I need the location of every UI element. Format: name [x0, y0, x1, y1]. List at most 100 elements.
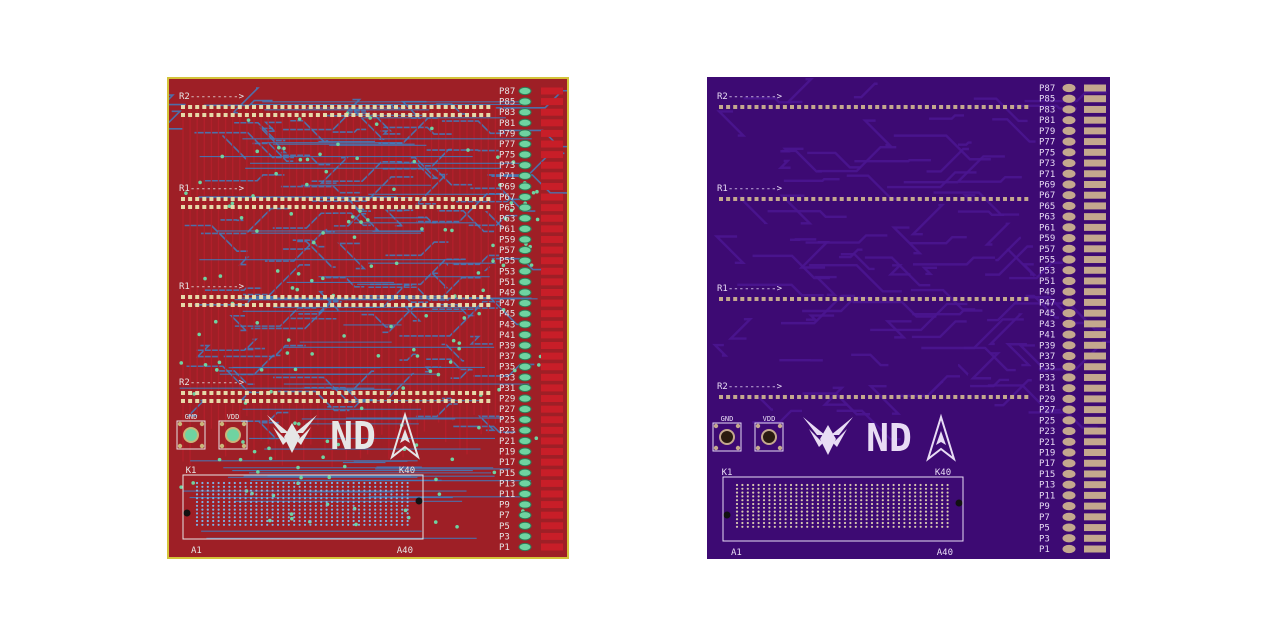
connector-via-pad — [1062, 330, 1076, 339]
connector-via-pad — [1062, 309, 1076, 318]
header-pin — [854, 487, 857, 490]
via — [433, 520, 438, 524]
resistor-pad — [344, 399, 349, 403]
header-pin — [827, 487, 830, 490]
header-pin — [266, 500, 269, 504]
header-pin — [406, 512, 409, 515]
test-point-mount-hole — [755, 445, 761, 451]
connector-via-pad — [1062, 319, 1076, 328]
header-pin — [789, 510, 793, 513]
resistor-pad — [252, 399, 256, 403]
via — [534, 436, 539, 441]
resistor-pad — [457, 399, 462, 403]
via — [428, 369, 433, 374]
via — [268, 518, 272, 523]
header-pin — [735, 525, 739, 528]
resistor-pad — [259, 205, 264, 209]
resistor-pad — [372, 197, 377, 201]
resistor-pad — [315, 105, 320, 109]
connector-via-pad — [1062, 437, 1076, 446]
header-pin — [384, 497, 388, 500]
pin-label: P51 — [499, 278, 515, 288]
header-pin — [935, 510, 938, 513]
header-pin — [201, 493, 204, 496]
wing-lower-right — [297, 427, 311, 445]
connector-via-pad — [1062, 491, 1076, 500]
header-pin — [395, 523, 398, 526]
header-pin — [384, 508, 388, 511]
test-point-mount-hole — [713, 423, 719, 429]
header-pin — [309, 497, 312, 500]
resistor-pad — [861, 395, 865, 399]
header-pin — [239, 485, 242, 488]
trace — [779, 194, 813, 225]
trace — [243, 264, 311, 296]
header-pin — [206, 512, 209, 515]
header-pin — [379, 500, 382, 504]
header-pin — [195, 504, 199, 507]
header-pin — [287, 493, 290, 496]
connector-via-pad — [1062, 534, 1076, 543]
header-pin — [320, 523, 323, 526]
pin-label: P57 — [1039, 245, 1055, 255]
header-pin — [849, 487, 852, 490]
header-pin — [341, 493, 344, 496]
header-pin — [401, 500, 404, 504]
header-pin — [244, 489, 247, 492]
header-pin — [293, 504, 296, 507]
resistor-pad — [280, 303, 285, 307]
header-pin — [395, 516, 398, 519]
resistor-pad — [875, 105, 880, 109]
edge-finger — [541, 469, 563, 477]
header-pin — [762, 487, 766, 490]
edge-finger — [1084, 502, 1106, 510]
header-pin — [282, 512, 285, 515]
header-pin — [870, 483, 874, 487]
header-pin — [314, 516, 317, 519]
resistor-pad — [181, 105, 185, 109]
header-pin — [741, 510, 744, 513]
header-pin — [849, 491, 852, 494]
via — [293, 367, 298, 372]
header-pin — [827, 502, 830, 506]
header-pin — [930, 510, 933, 513]
resistor-pad — [195, 399, 200, 403]
resistor-pad — [301, 399, 306, 403]
pin-label: P47 — [1039, 298, 1055, 308]
header-pin — [298, 497, 301, 500]
header-pin — [395, 493, 398, 496]
header-pin — [924, 506, 928, 509]
header-pin — [795, 521, 798, 525]
resistor-pad — [351, 295, 356, 299]
edge-finger — [1084, 298, 1106, 306]
via — [352, 235, 357, 240]
header-pin — [865, 514, 868, 517]
resistor-pad — [465, 303, 469, 307]
header-pin — [303, 504, 307, 507]
header-pin — [293, 485, 296, 488]
resistor-pad — [337, 303, 342, 307]
via — [286, 338, 291, 342]
pin-label: P11 — [499, 490, 515, 500]
resistor-pad — [330, 205, 335, 209]
header-pin — [303, 519, 307, 523]
resistor-pad — [450, 205, 455, 209]
header-pin — [870, 499, 874, 502]
trace — [893, 134, 991, 161]
header-pin — [887, 510, 890, 513]
resistor-pad — [486, 105, 491, 109]
header-pin — [816, 487, 820, 490]
header-pin — [298, 516, 301, 519]
via — [401, 386, 406, 390]
pin-label: P37 — [1039, 352, 1055, 362]
edge-finger — [541, 426, 563, 434]
resistor-pad — [287, 303, 292, 307]
header-pin — [935, 502, 938, 506]
resistor-pad — [287, 295, 292, 299]
header-pin — [212, 485, 215, 488]
connector-via-pad — [518, 309, 532, 318]
resistor-pad — [188, 113, 193, 117]
header-pin — [816, 514, 820, 517]
edge-finger — [541, 172, 563, 180]
header-pin — [341, 497, 344, 500]
